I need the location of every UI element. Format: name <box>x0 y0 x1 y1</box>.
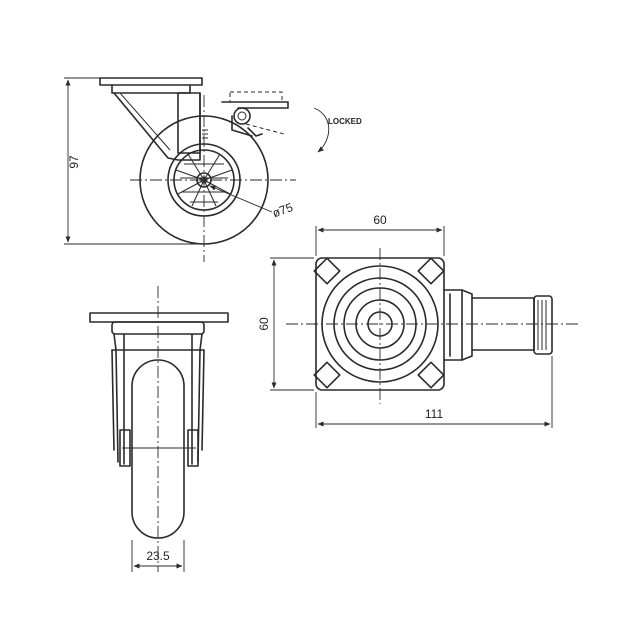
brake-lever <box>221 91 289 137</box>
side-view: 97 ø75 LOCKED <box>64 77 362 262</box>
dim-plate-width-label: 60 <box>373 213 387 227</box>
top-plate <box>99 77 203 86</box>
diameter-leader <box>209 185 273 213</box>
front-fork <box>111 333 205 465</box>
fork-body <box>177 92 201 154</box>
swivel-housing <box>111 84 191 94</box>
top-view-brake-pedal <box>443 289 553 361</box>
dim-plate-height-label: 60 <box>257 317 271 331</box>
fork <box>113 92 201 161</box>
dim-diameter-label: ø75 <box>271 200 296 220</box>
dim-height-label: 97 <box>67 155 81 169</box>
dim-overall-length-label: 111 <box>425 407 444 421</box>
top-view: 60 60 111 <box>257 213 578 428</box>
mounting-slots <box>313 257 445 389</box>
locked-arrow <box>313 107 330 153</box>
fork-edge <box>119 92 171 151</box>
locked-label: LOCKED <box>328 117 362 126</box>
front-view: 23.5 <box>89 286 229 572</box>
front-top-plate <box>89 312 229 323</box>
bracket-marks <box>202 129 208 139</box>
dim-width-label: 23.5 <box>146 549 170 563</box>
